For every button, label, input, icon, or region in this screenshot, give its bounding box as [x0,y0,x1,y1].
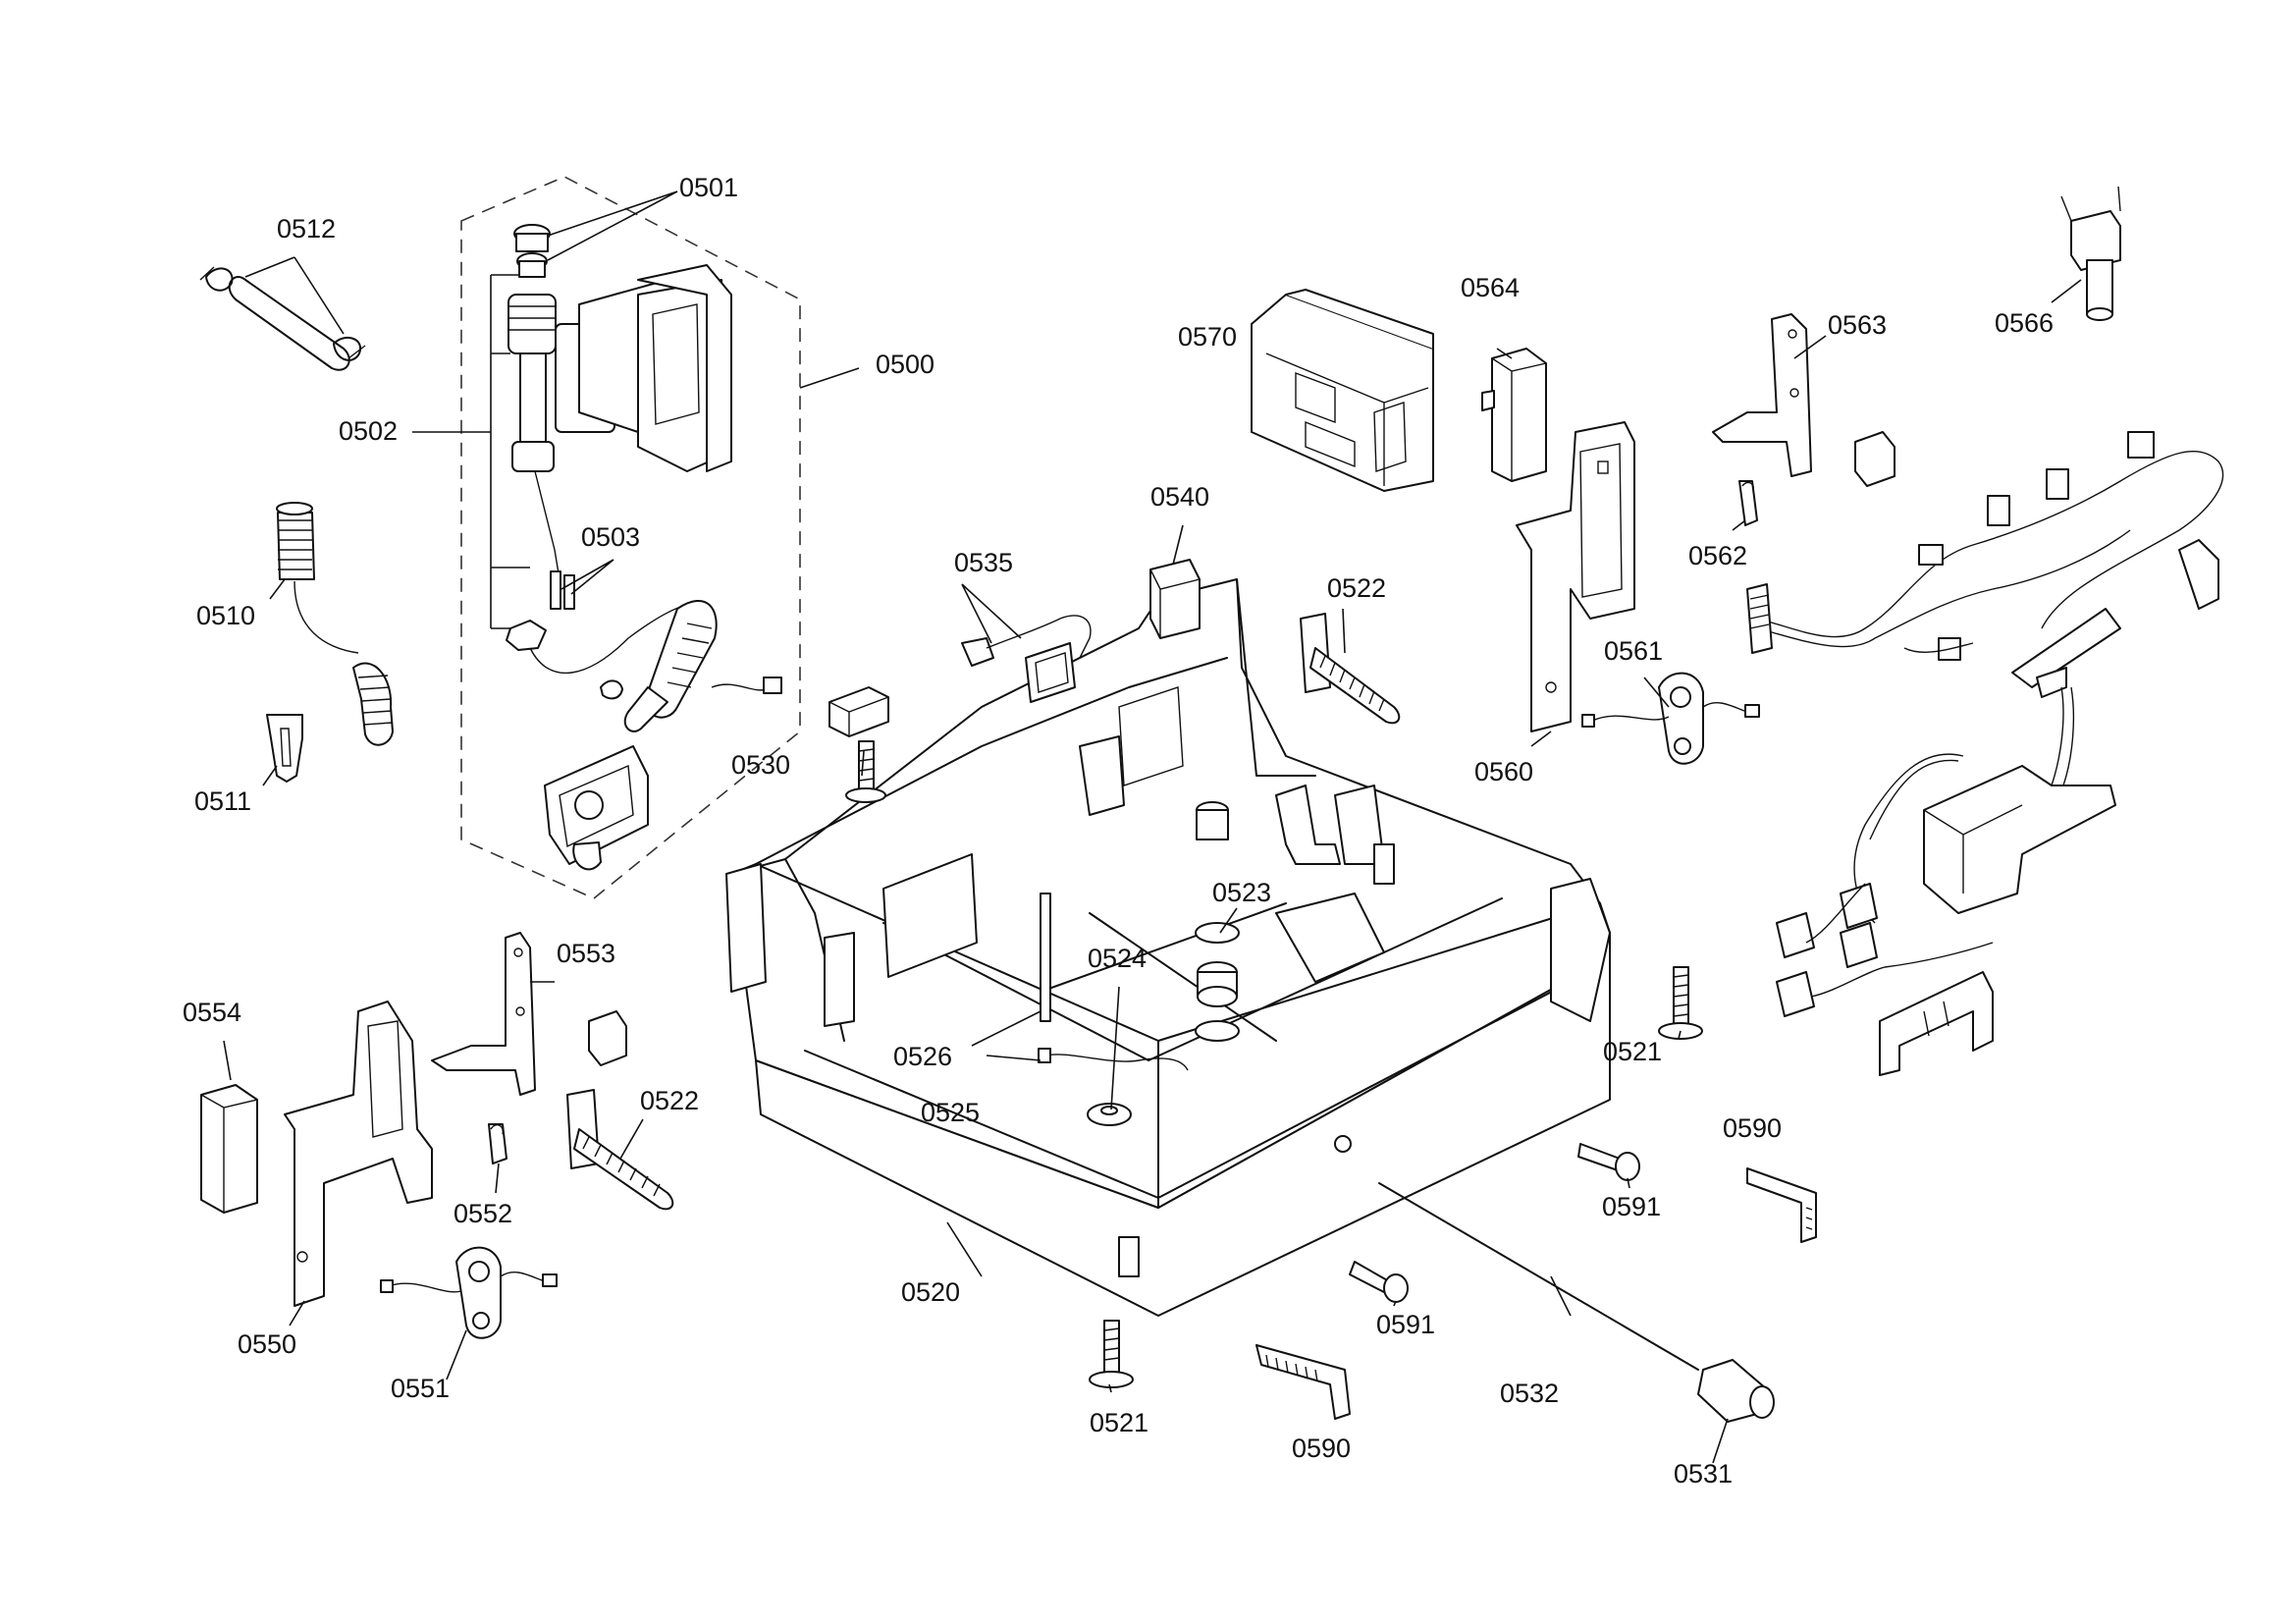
dosing-bracket [544,745,649,871]
part-0550-bracket [284,1001,433,1307]
callout-0521-right: 0521 [1603,1037,1662,1066]
part-wiring-harness [1746,431,2224,1076]
callout-0522-right: 0522 [1327,573,1386,603]
callout-0570: 0570 [1178,322,1237,352]
callout-0551: 0551 [391,1374,450,1403]
assembly-0500-boundary [460,176,801,899]
callout-0526: 0526 [893,1042,952,1071]
part-0511-clip [266,714,303,783]
callout-0503: 0503 [581,522,640,552]
callout-0525: 0525 [921,1098,980,1127]
callout-0510: 0510 [196,601,255,630]
callout-0553: 0553 [557,939,615,968]
part-0553-block [588,1010,627,1066]
callout-0550: 0550 [238,1329,296,1359]
part-0523-sump-ring [1195,922,1240,1042]
part-0563-block [1854,431,1896,487]
callout-0590-bottom: 0590 [1292,1434,1351,1463]
callout-labels: 0501 0512 0500 0502 0503 0510 0511 0570 … [183,173,2054,1489]
part-0551-door-switch [380,1246,558,1339]
part-0520-base-tub [725,578,1611,1317]
part-0526-rod [1040,893,1051,1022]
part-0501-cap [513,224,551,278]
part-0532-rod [1378,1182,1699,1371]
part-0570-control-module [1251,289,1434,492]
callout-0531: 0531 [1674,1459,1733,1489]
part-0512-hose [199,266,366,371]
part-0524-float [1087,1103,1132,1126]
part-0503-fittings [506,570,782,732]
part-0554-cover [200,1084,258,1214]
callout-0512: 0512 [277,214,336,244]
part-0564-cover [1481,348,1547,482]
part-0566-sensor [2060,186,2121,321]
callout-0500: 0500 [876,350,934,379]
callout-0511: 0511 [194,786,251,816]
part-0535-sensor-harness [961,615,1092,703]
callout-0566: 0566 [1995,308,2054,338]
callout-0535: 0535 [954,548,1013,577]
callout-0520: 0520 [901,1277,960,1307]
callout-0522-left: 0522 [640,1086,699,1115]
part-0552-clip [488,1123,507,1164]
callout-0523: 0523 [1212,878,1271,907]
leader-lines [223,190,2082,1464]
callout-0501: 0501 [679,173,738,202]
callout-0564: 0564 [1461,273,1520,302]
part-0502-valve [507,264,732,580]
part-0525-sensor-wire [1038,1048,1189,1071]
part-0521-foot-bottom [1089,1320,1134,1388]
part-0522-spring-right [1300,613,1401,725]
callout-0530: 0530 [731,750,790,780]
callout-0552: 0552 [454,1199,512,1228]
callout-0560: 0560 [1474,757,1533,786]
part-0521-foot-right [1658,966,1703,1040]
callout-0502: 0502 [339,416,398,446]
part-0553-hinge [431,932,536,1096]
callout-0562: 0562 [1688,541,1747,570]
part-0510-corrugated-hose [276,502,394,746]
callout-0590-right: 0590 [1723,1113,1782,1143]
callout-0540: 0540 [1150,482,1209,512]
part-0591-bolt-bottom [1349,1261,1409,1303]
part-0590-bracket-bottom [1255,1344,1351,1420]
callout-0532: 0532 [1500,1379,1559,1408]
part-0531-knob [1697,1359,1775,1423]
callout-0561: 0561 [1604,636,1663,666]
callout-0591-right: 0591 [1602,1192,1661,1221]
part-0562-clip [1738,480,1758,526]
part-0591-bolt-right [1577,1143,1640,1181]
part-0563-hinge [1712,313,1812,477]
callout-0591-bottom: 0591 [1376,1310,1435,1339]
part-0560-bracket [1516,421,1635,732]
part-0540-capacitor [1149,559,1201,639]
part-0561-door-switch [1581,672,1760,765]
callout-0524: 0524 [1088,944,1147,973]
callout-0521-bottom: 0521 [1090,1408,1148,1437]
callout-0554: 0554 [183,998,241,1027]
part-0522-spring-left [566,1089,674,1211]
callout-0563: 0563 [1828,310,1887,340]
part-0590-bracket-right [1746,1167,1817,1243]
part-0530-screw-block [828,686,889,803]
